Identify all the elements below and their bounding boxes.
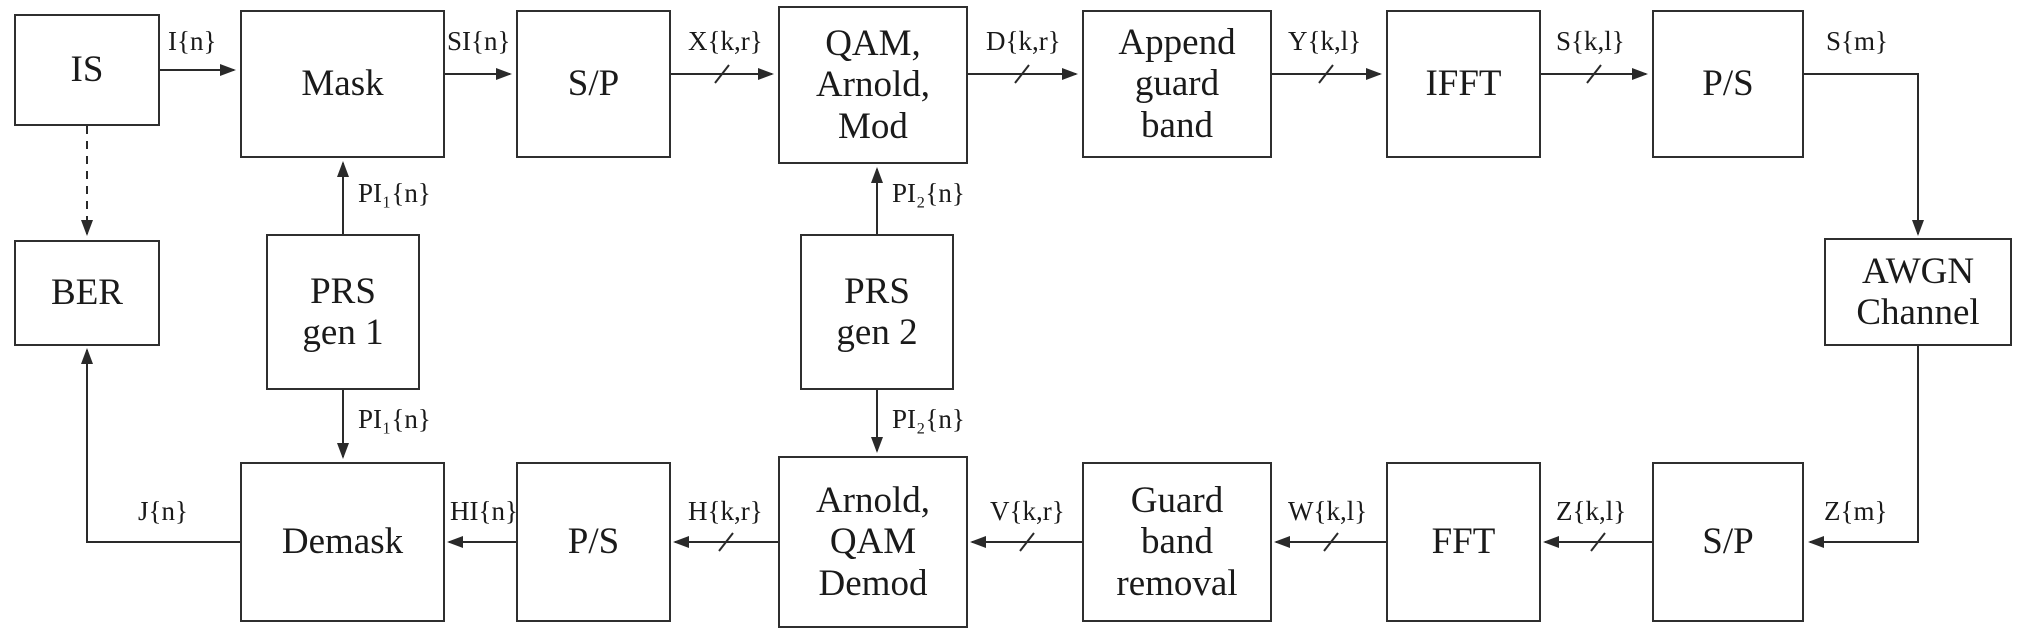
bus-tick — [1318, 64, 1334, 84]
block-append-guard-band: Append guard band — [1082, 10, 1272, 158]
bus-tick — [1323, 532, 1339, 552]
signal-label-pi1-n-up: PI₁{n} — [358, 178, 431, 208]
arrow-awgn-to-sp — [1808, 346, 1919, 548]
arrow-demask-to-ber — [81, 348, 240, 543]
block-guard-band-removal: Guard band removal — [1082, 462, 1272, 622]
signal-label-d-kr: D{k,r} — [986, 26, 1061, 56]
signal-label-s-kl: S{k,l} — [1556, 26, 1625, 56]
bus-tick — [1019, 532, 1035, 552]
block-mask: Mask — [240, 10, 445, 158]
signal-label-z-m: Z{m} — [1824, 496, 1888, 526]
bus-tick — [1586, 64, 1602, 84]
signal-label-y-kl: Y{k,l} — [1288, 26, 1362, 56]
block-ps-rx: P/S — [516, 462, 671, 622]
block-prs-gen-2: PRS gen 2 — [800, 234, 954, 390]
signal-label-v-kr: V{k,r} — [990, 496, 1065, 526]
arrow-ps-to-awgn — [1804, 73, 1924, 236]
signal-label-hi-n: HI{n} — [450, 496, 518, 526]
block-ifft: IFFT — [1386, 10, 1541, 158]
bus-tick — [718, 532, 734, 552]
signal-label-pi2-n-down: PI₂{n} — [892, 404, 965, 434]
signal-label-si-n: SI{n} — [447, 26, 511, 56]
block-prs-gen-1: PRS gen 1 — [266, 234, 420, 390]
signal-label-s-m: S{m} — [1826, 26, 1888, 56]
block-qam-arnold-mod: QAM, Arnold, Mod — [778, 6, 968, 164]
block-ps-tx: P/S — [1652, 10, 1804, 158]
block-sp-tx: S/P — [516, 10, 671, 158]
bus-tick — [1014, 64, 1030, 84]
block-awgn-channel: AWGN Channel — [1824, 238, 2012, 346]
signal-label-pi2-n-up: PI₂{n} — [892, 178, 965, 208]
signal-label-w-kl: W{k,l} — [1288, 496, 1368, 526]
bus-tick — [1590, 532, 1606, 552]
signal-label-z-kl: Z{k,l} — [1556, 496, 1627, 526]
block-demask: Demask — [240, 462, 445, 622]
signal-label-i-n: I{n} — [168, 26, 217, 56]
block-ber: BER — [14, 240, 160, 346]
block-sp-rx: S/P — [1652, 462, 1804, 622]
bus-tick — [714, 64, 730, 84]
signal-label-h-kr: H{k,r} — [688, 496, 763, 526]
block-is: IS — [14, 14, 160, 126]
signal-label-j-n: J{n} — [138, 496, 188, 526]
signal-label-pi1-n-down: PI₁{n} — [358, 404, 431, 434]
block-arnold-qam-demod: Arnold, QAM Demod — [778, 456, 968, 628]
block-fft: FFT — [1386, 462, 1541, 622]
signal-label-x-kr: X{k,r} — [688, 26, 763, 56]
